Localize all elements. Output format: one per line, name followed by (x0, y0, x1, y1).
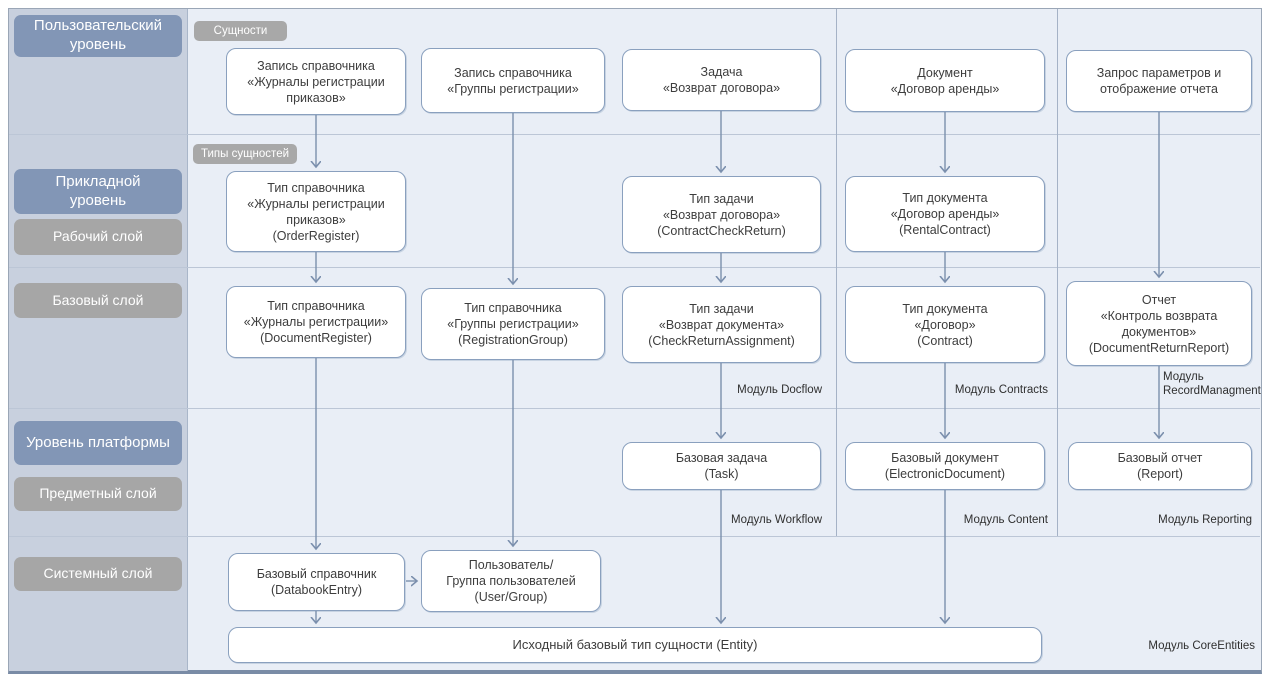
node-entry-registration-groups: Запись справочника «Группы регистрации» (421, 48, 605, 113)
row-divider-4 (9, 536, 1260, 537)
node-entity-base-type: Исходный базовый тип сущности (Entity) (228, 627, 1042, 663)
module-label-content: Модуль Content (963, 514, 1048, 526)
module-label-record-managment: Модуль RecordManagment (1163, 371, 1261, 397)
node-entry-order-registers: Запись справочника «Журналы регистрации … (226, 48, 406, 115)
node-type-document-register: Тип справочника «Журналы регистрации» (D… (226, 286, 406, 358)
tag-entities: Сущности (194, 21, 287, 41)
node-type-contract: Тип документа «Договор» (Contract) (845, 286, 1045, 363)
node-base-databook: Базовый справочник (DatabookEntry) (228, 553, 405, 611)
module-label-reporting: Модуль Reporting (1158, 514, 1252, 526)
layer-label-user-level: Пользовательский уровень (14, 15, 182, 57)
node-task-contract-return: Задача «Возврат договора» (622, 49, 821, 111)
row-divider-1 (9, 134, 1260, 135)
node-base-report: Базовый отчет (Report) (1068, 442, 1252, 490)
node-report-document-return: Отчет «Контроль возврата документов» (Do… (1066, 281, 1252, 366)
column-divider-2 (1057, 9, 1058, 536)
layer-label-working-layer: Рабочий слой (14, 219, 182, 255)
node-type-check-return-assignment: Тип задачи «Возврат документа» (CheckRet… (622, 286, 821, 363)
row-divider-3 (9, 408, 1260, 409)
node-type-order-register: Тип справочника «Журналы регистрации при… (226, 171, 406, 252)
layer-label-application-level: Прикладной уровень (14, 169, 182, 214)
node-type-contract-check-return: Тип задачи «Возврат договора» (ContractC… (622, 176, 821, 253)
module-label-docflow: Модуль Docflow (737, 384, 822, 396)
tag-entity-types: Типы сущностей (193, 144, 297, 164)
module-label-workflow: Модуль Workflow (730, 514, 822, 526)
node-report-request: Запрос параметров и отображение отчета (1066, 50, 1252, 112)
module-label-contracts: Модуль Contracts (954, 384, 1048, 396)
layer-label-system-layer: Системный слой (14, 557, 182, 591)
node-base-document: Базовый документ (ElectronicDocument) (845, 442, 1045, 490)
module-label-core-entities: Модуль CoreEntities (1148, 640, 1255, 652)
layer-label-subject-layer: Предметный слой (14, 477, 182, 511)
row-divider-2 (9, 267, 1260, 268)
column-divider-1 (836, 9, 837, 536)
node-base-task: Базовая задача (Task) (622, 442, 821, 490)
layer-label-base-layer: Базовый слой (14, 283, 182, 318)
node-type-registration-group: Тип справочника «Группы регистрации» (Re… (421, 288, 605, 360)
layer-label-platform-level: Уровень платформы (14, 421, 182, 465)
node-user-group: Пользователь/ Группа пользователей (User… (421, 550, 601, 612)
node-type-rental-contract: Тип документа «Договор аренды» (RentalCo… (845, 176, 1045, 252)
node-document-rental-contract: Документ «Договор аренды» (845, 49, 1045, 112)
